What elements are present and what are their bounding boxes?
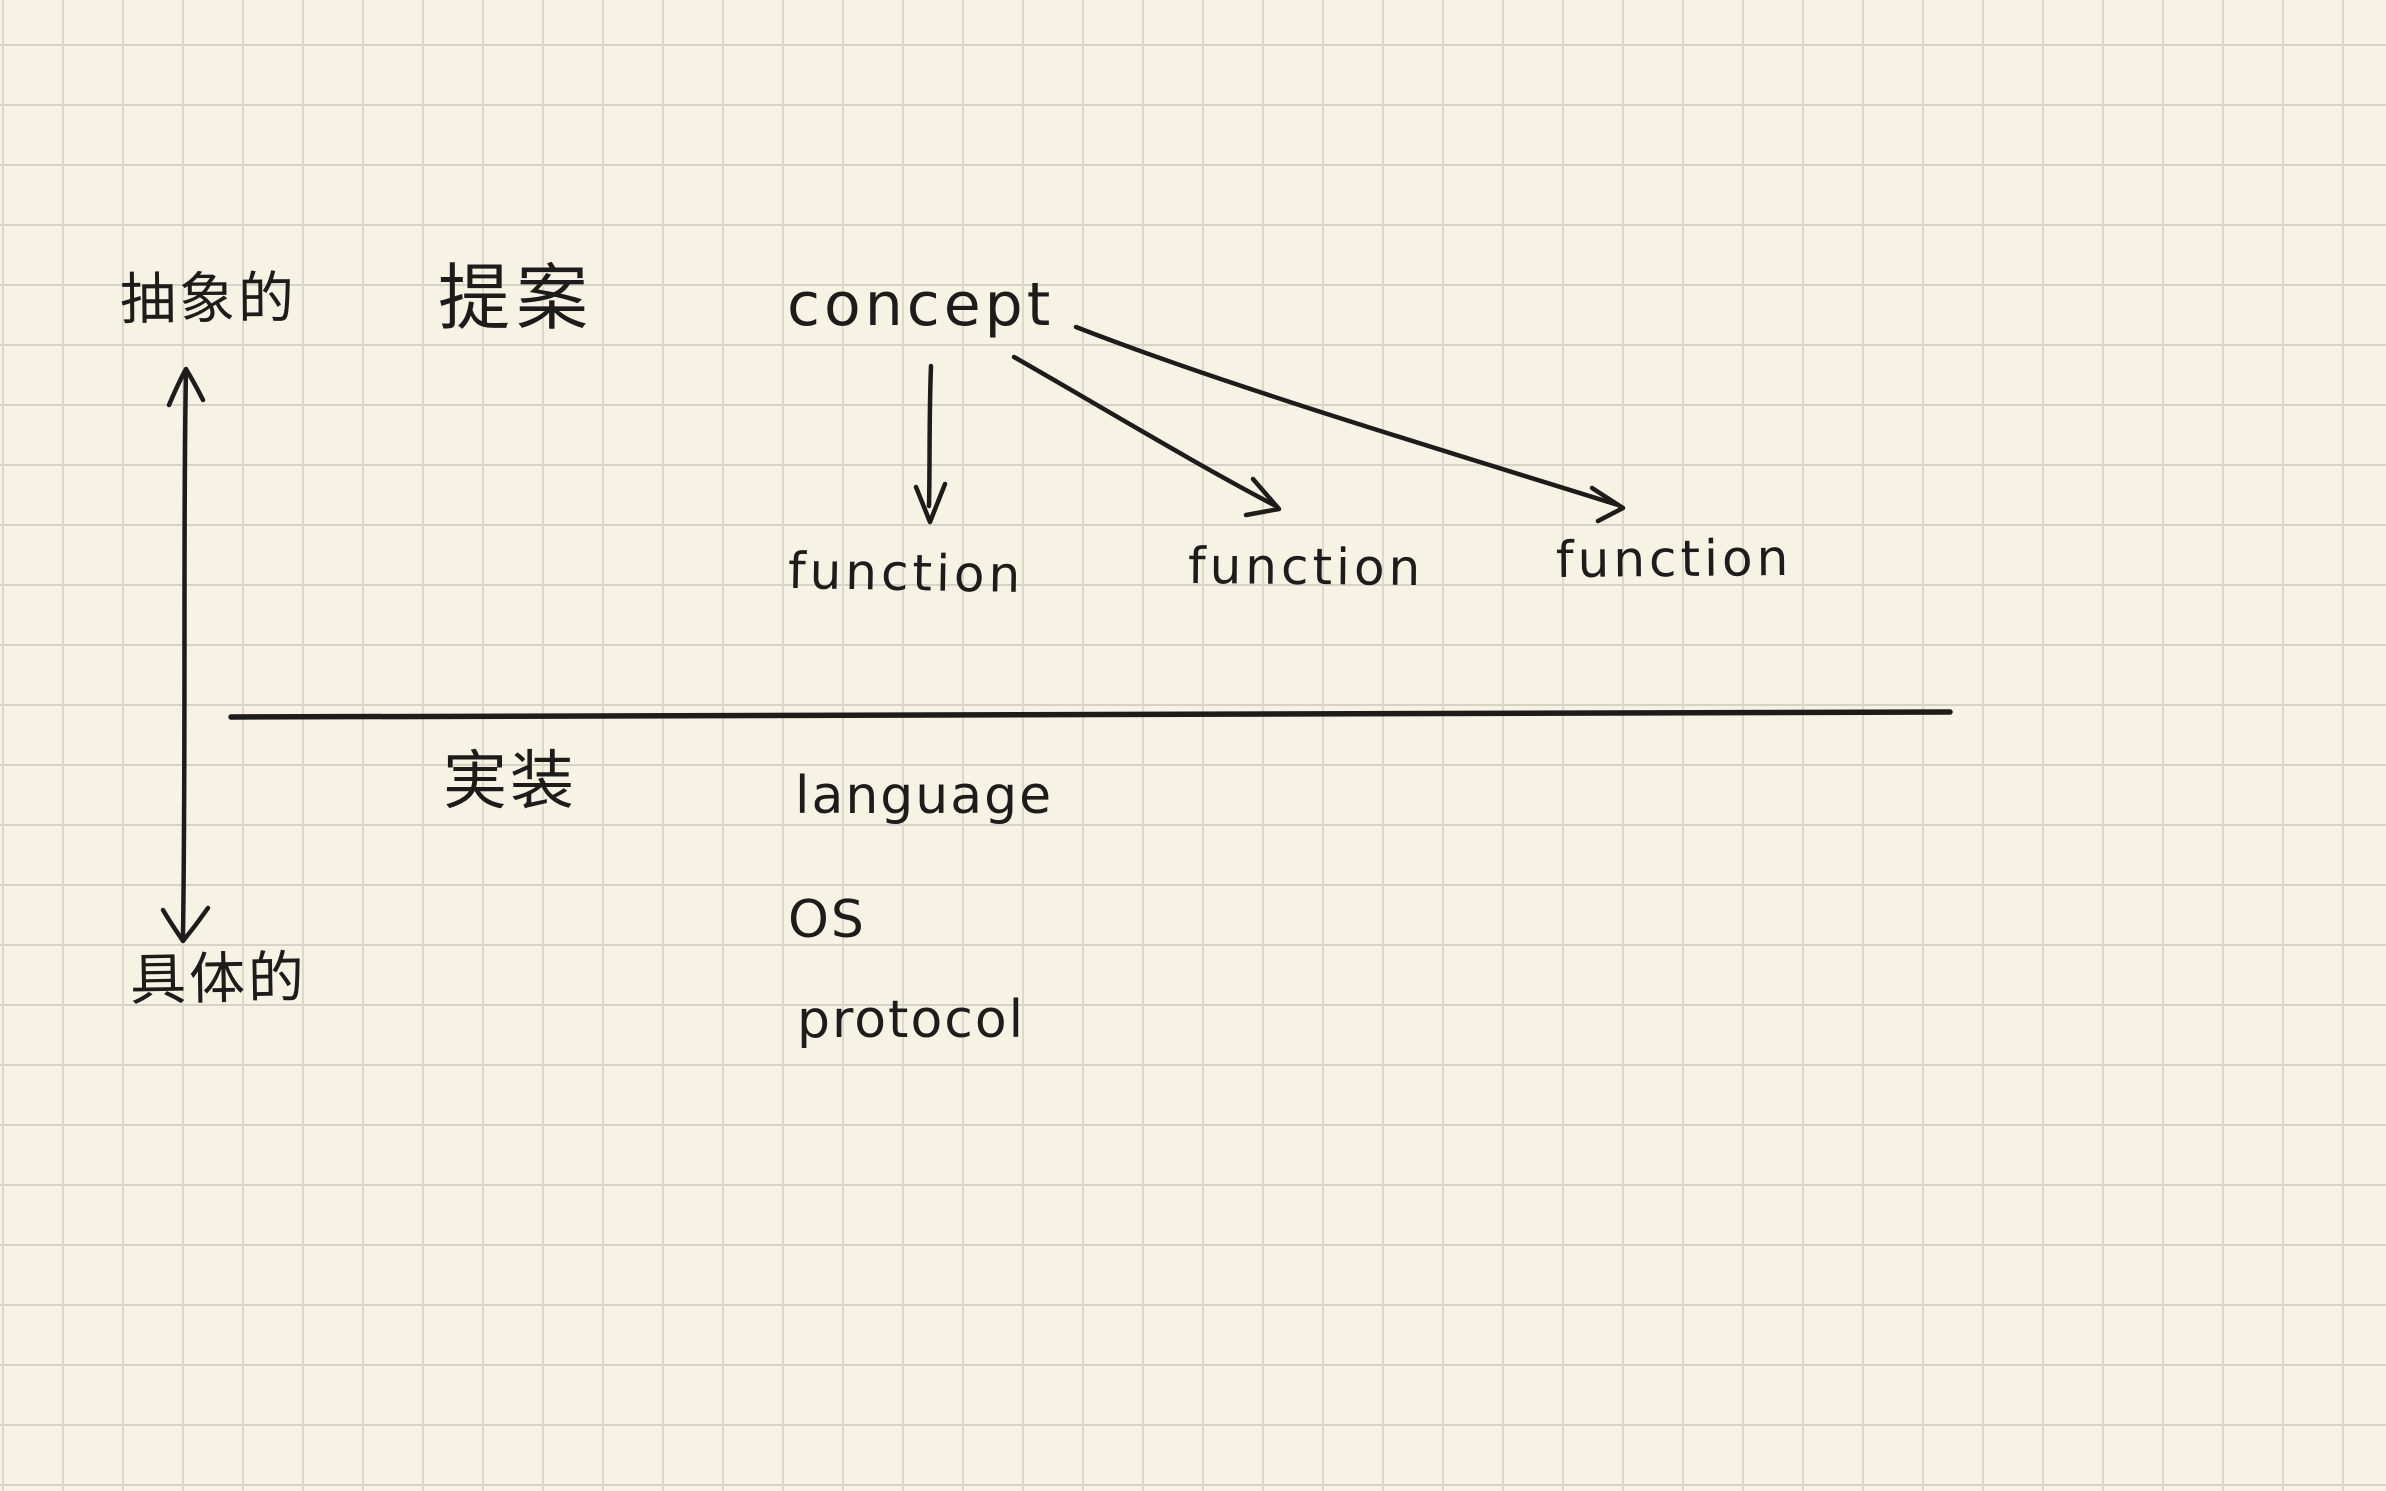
implementation-item-language: language (795, 766, 1054, 826)
function-node-label-2: function (1187, 536, 1425, 598)
divider-line (228, 709, 1953, 720)
abstract-concrete-double-arrow-icon (160, 366, 211, 944)
proposal-section-label: 提案 (438, 256, 595, 340)
function-node-label-1: function (787, 541, 1025, 605)
implementation-item-os: OS (788, 890, 866, 950)
concept-to-function-3-arrow-icon (1073, 324, 1626, 524)
function-node-label-3: function (1555, 528, 1793, 590)
concept-to-function-1-arrow-icon (913, 363, 948, 525)
concrete-label: 具体的 (129, 945, 308, 1014)
abstract-label: 抽象的 (119, 266, 298, 333)
implementation-item-protocol: protocol (797, 990, 1026, 1050)
concept-node-label: concept (787, 270, 1055, 340)
concept-to-function-2-arrow-icon (1011, 354, 1282, 518)
implementation-section-label: 実装 (443, 745, 577, 819)
